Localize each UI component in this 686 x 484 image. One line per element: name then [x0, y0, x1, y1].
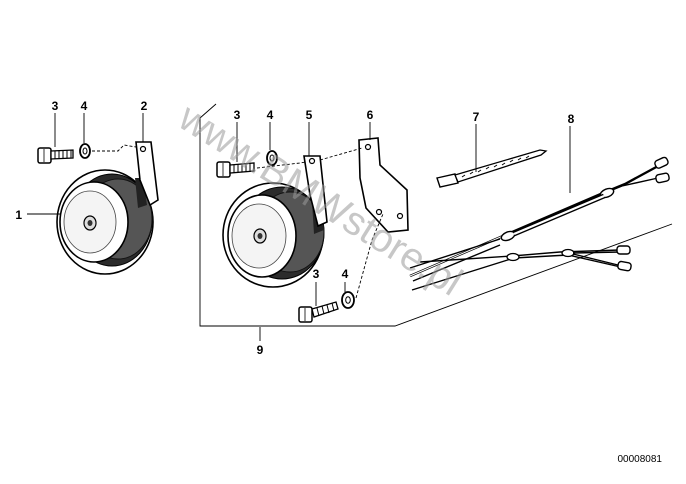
horn-middle: [222, 182, 325, 288]
washer-middle-top: [266, 150, 278, 166]
callout-4-middle: 4: [267, 108, 274, 122]
callout-3-middle: 3: [234, 108, 241, 122]
bracket-middle: [303, 155, 328, 228]
washer-bottom: [341, 291, 355, 309]
callout-8: 8: [568, 112, 575, 126]
callout-1: 1: [15, 208, 22, 222]
bolt-bottom: [298, 301, 339, 323]
leader-lines: [27, 113, 571, 341]
callout-6: 6: [367, 108, 374, 122]
washer-left: [79, 143, 91, 159]
callout-9: 9: [257, 343, 264, 357]
callout-3: 3: [52, 99, 59, 113]
bracket-left: [135, 141, 159, 207]
bolt-left: [37, 147, 74, 164]
callout-4-bottom: 4: [342, 267, 349, 281]
mounting-plate: [358, 137, 409, 233]
assembly-line-left: [92, 144, 137, 152]
kit-outline: [199, 103, 673, 327]
callout-3-bottom: 3: [313, 267, 320, 281]
cable-tie: [436, 149, 548, 188]
watermark: www.BMWstore.pl: [170, 95, 469, 305]
connector-terminals: [616, 156, 670, 272]
callout-7: 7: [473, 110, 480, 124]
assembly-line-mid-top: [256, 161, 307, 169]
wiring-harness: [409, 163, 661, 291]
callout-2: 2: [141, 99, 148, 113]
callout-4: 4: [81, 99, 88, 113]
horn-left: [56, 169, 154, 275]
assembly-line-plate: [319, 147, 363, 161]
diagram-id: 00008081: [618, 454, 663, 465]
bolt-middle-top: [216, 161, 255, 178]
assembly-line-bottom: [355, 213, 384, 299]
callout-5: 5: [306, 108, 313, 122]
